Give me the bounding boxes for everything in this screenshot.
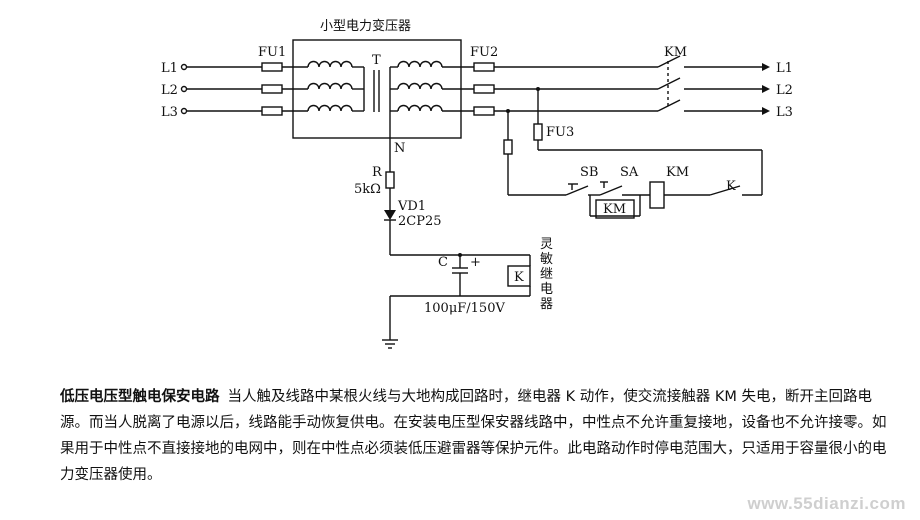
output-arrow-l2 [762,85,770,93]
primary-winding-2 [307,82,353,90]
button-sb-label: SB [580,165,598,180]
km-contact-l3 [657,99,681,112]
input-terminal-l1 [180,63,188,71]
fuse-fu2-l3 [473,106,495,116]
fuse-fu3 [533,123,543,141]
input-terminal-l2 [180,85,188,93]
secondary-winding-2 [397,82,443,90]
description-title: 低压电压型触电保安电路 [60,389,220,405]
switch-sa-label: SA [620,165,639,180]
secondary-windings [389,60,474,138]
neutral-branch: N R 5kΩ VD1 2CP25 C + K 灵敏继电器 100μF/150V [354,138,553,349]
relay-k-contact-label: K [726,179,736,194]
input-label-l2: L2 [161,83,178,98]
input-lines: L1 L2 L3 FU1 [161,45,365,120]
contactor-km-label: KM [664,45,687,60]
resistor-ref: R [372,165,383,180]
input-terminal-l3 [180,107,188,115]
fuse-fu1-l3 [261,106,283,116]
capacitor-ref: C [438,255,448,270]
output-arrow-l3 [762,107,770,115]
transformer-title: 小型电力变压器 [320,18,411,34]
transformer-core-label: T [372,53,381,68]
sb-contact [565,185,589,196]
output-label-l3: L3 [776,105,793,120]
diode-vd1 [384,210,396,220]
km-contact-l2 [657,77,681,90]
fuse-fu2-l2 [473,84,495,94]
sa-contact [599,185,623,196]
primary-winding-1 [307,60,353,68]
km-coil-label: KM [666,165,689,180]
input-label-l3: L3 [161,105,178,120]
fuse-fu1-l2 [261,84,283,94]
output-label-l2: L2 [776,83,793,98]
output-label-l1: L1 [776,61,793,76]
primary-windings [307,60,353,112]
aux-km-label: KM [603,202,626,217]
capacitor-value: 100μF/150V [424,301,505,316]
relay-k-coil [507,265,531,287]
control-circuit: FU3 SB SA KM KM K [503,89,763,219]
watermark: www.55dianzi.com [747,494,906,513]
fuse-fu3-label: FU3 [546,125,574,140]
resistor-r [385,171,395,189]
primary-winding-3 [307,104,353,112]
relay-k-contact [709,185,741,196]
input-label-l1: L1 [161,61,178,76]
description-paragraph: 低压电压型触电保安电路当人触及线路中某根火线与大地构成回路时，继电器 K 动作，… [60,384,900,488]
diode-type: 2CP25 [398,214,442,229]
capacitor-plus: + [470,255,481,270]
fuse-fu2-label: FU2 [470,45,498,60]
relay-name: 灵敏继电器 [540,237,553,312]
fuse-fu1-label: FU1 [258,45,286,60]
circuit-diagram: 小型电力变压器 T L1 L2 L3 FU1 [161,18,793,349]
output-arrow-l1 [762,63,770,71]
neutral-label: N [394,141,405,156]
description-body: 当人触及线路中某根火线与大地构成回路时，继电器 K 动作，使交流接触器 KM 失… [60,389,887,483]
output-lines: FU2 KM L1 L2 L3 [470,45,793,120]
aux-km-contact [595,199,635,219]
relay-k-coil-label: K [514,270,524,285]
diode-ref: VD1 [397,199,426,214]
km-coil [649,181,665,209]
resistor-value: 5kΩ [354,182,381,197]
km-contact-l1 [657,55,681,68]
fuse-fu1-l1 [261,62,283,72]
fuse-fu2-l1 [473,62,495,72]
secondary-winding-1 [397,60,443,68]
ctrl-fuse-small [503,139,513,155]
secondary-winding-3 [397,104,443,112]
